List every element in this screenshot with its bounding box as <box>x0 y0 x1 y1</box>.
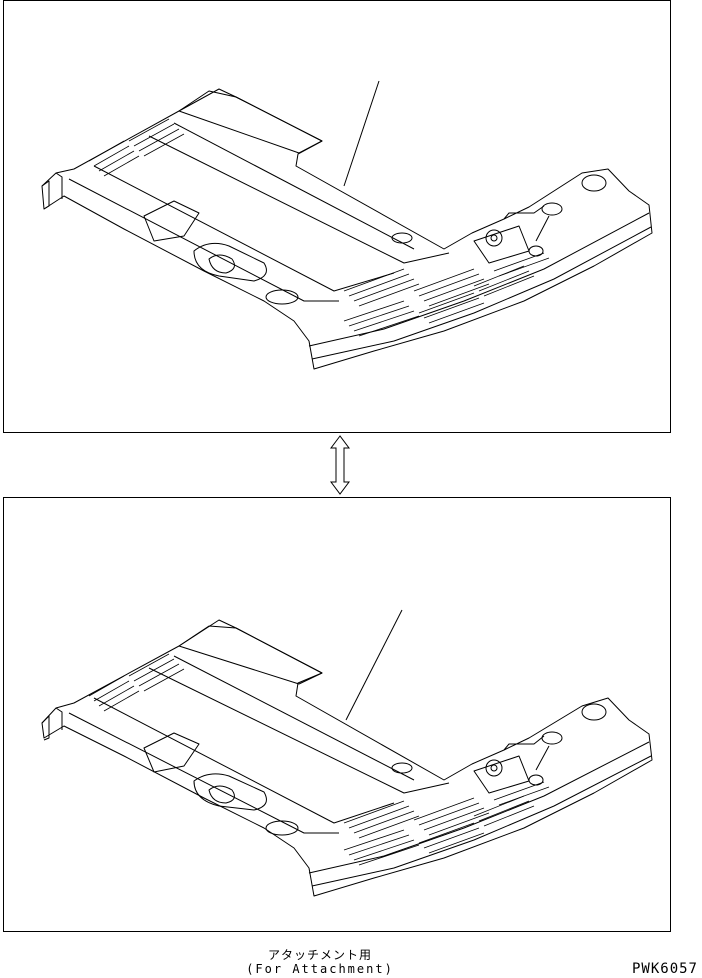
double-headed-vertical-arrow-icon <box>330 435 350 495</box>
drawing-code: PWK6057 <box>631 961 698 977</box>
cover-plate-drawing-top <box>41 80 653 370</box>
caption-japanese: アタッチメント用 <box>267 948 372 962</box>
bottom-illustration-panel <box>3 497 671 932</box>
top-illustration-panel <box>3 0 671 433</box>
cover-plate-drawing-bottom <box>41 609 653 897</box>
caption-english: (For Attachment) <box>246 962 394 976</box>
